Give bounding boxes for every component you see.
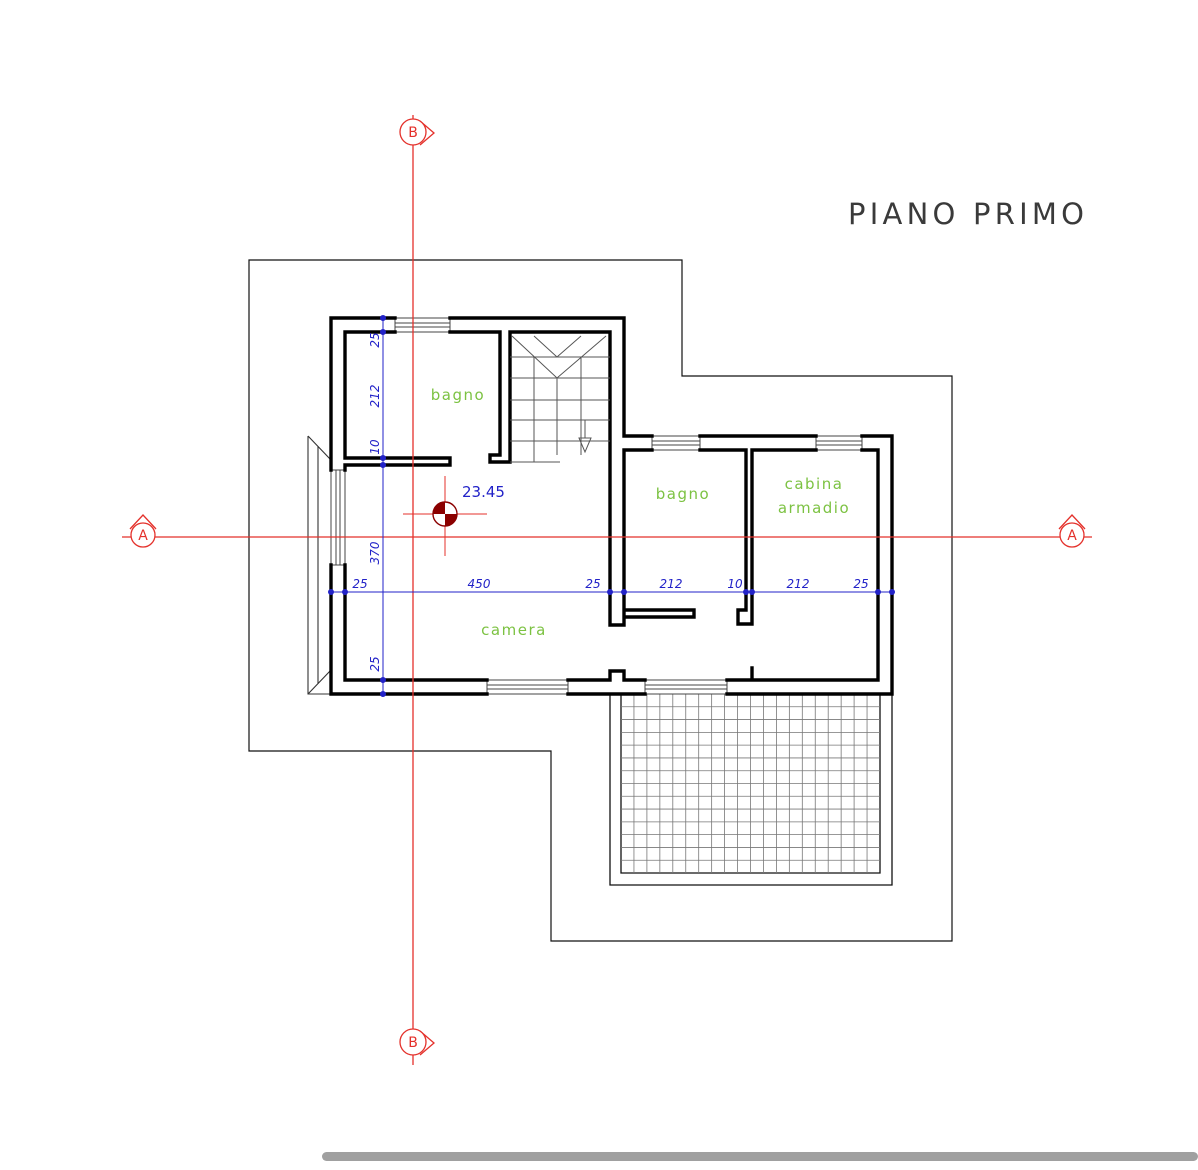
dimension-label-horizontal: 212 <box>660 577 683 591</box>
dimension-dot <box>380 455 386 461</box>
room-label-armadio: armadio <box>778 499 850 517</box>
horizontal-scrollbar[interactable] <box>322 1152 1198 1161</box>
section-marker-a-right: A <box>1058 514 1086 548</box>
walls-inner-face <box>343 330 880 682</box>
dimension-dot <box>328 589 334 595</box>
lot-boundary <box>248 259 953 942</box>
dimension-dot <box>749 589 755 595</box>
section-label: B <box>408 125 418 141</box>
section-circle <box>130 522 156 548</box>
dimension-label-horizontal: 212 <box>787 577 810 591</box>
room-label-camera: camera <box>481 621 547 639</box>
dimension-label-vertical: 370 <box>368 541 382 564</box>
section-label: A <box>138 528 148 544</box>
dimension-label-vertical: 10 <box>368 439 382 455</box>
elevation-marker: 23.45 <box>403 476 505 556</box>
dimension-dot <box>875 589 881 595</box>
terrace-outer-edge <box>609 694 893 886</box>
section-lines <box>122 115 1092 1065</box>
section-label: A <box>1067 528 1077 544</box>
left-balcony <box>307 435 332 695</box>
dimension-dot <box>380 677 386 683</box>
dimension-label-horizontal: 25 <box>853 577 868 591</box>
section-circle <box>1059 522 1085 548</box>
dimension-dot <box>621 589 627 595</box>
section-arrow-icon <box>1058 514 1086 530</box>
section-marker-b-bottom: B <box>399 1028 435 1056</box>
room-label-cabina: cabina <box>785 475 844 493</box>
section-marker-b-top: B <box>399 118 435 146</box>
section-arrow-icon <box>129 514 157 530</box>
dimension-dot <box>607 589 613 595</box>
dimension-dot <box>743 589 749 595</box>
terrace <box>609 694 893 886</box>
room-label-bagno-middle: bagno <box>656 485 710 503</box>
dimension-dot <box>889 589 895 595</box>
section-circle <box>399 1028 427 1056</box>
dimension-label-vertical: 25 <box>368 332 382 347</box>
section-marker-a-left: A <box>129 514 157 548</box>
dimension-dot <box>380 315 386 321</box>
elevation-quadrant <box>445 514 457 526</box>
dimension-dot <box>380 691 386 697</box>
exterior-walls-outer-face <box>329 316 894 696</box>
dimension-label-vertical: 25 <box>368 656 382 671</box>
section-label: B <box>408 1035 418 1051</box>
dimensions: 25 212 10 370 25 25 450 25 212 10 212 25 <box>328 315 895 697</box>
staircase <box>510 335 610 463</box>
stair-direction-arrow-icon <box>578 437 592 454</box>
section-circle <box>399 118 427 146</box>
dimension-label-horizontal: 10 <box>727 577 743 591</box>
dimension-label-horizontal: 25 <box>585 577 600 591</box>
dimension-dot <box>342 589 348 595</box>
dimension-label-vertical: 212 <box>368 385 382 408</box>
stair-treads <box>510 335 610 463</box>
room-label-bagno-upper: bagno <box>431 386 485 404</box>
elevation-quadrant <box>433 502 445 514</box>
elevation-label: 23.45 <box>462 483 505 501</box>
dimension-label-horizontal: 450 <box>468 577 491 591</box>
windows <box>330 317 863 695</box>
drawing-title: PIANO PRIMO <box>848 197 1084 231</box>
dimension-dot <box>380 462 386 468</box>
dimension-dot <box>380 329 386 335</box>
dimension-label-horizontal: 25 <box>352 577 367 591</box>
terrace-grid <box>621 694 880 873</box>
